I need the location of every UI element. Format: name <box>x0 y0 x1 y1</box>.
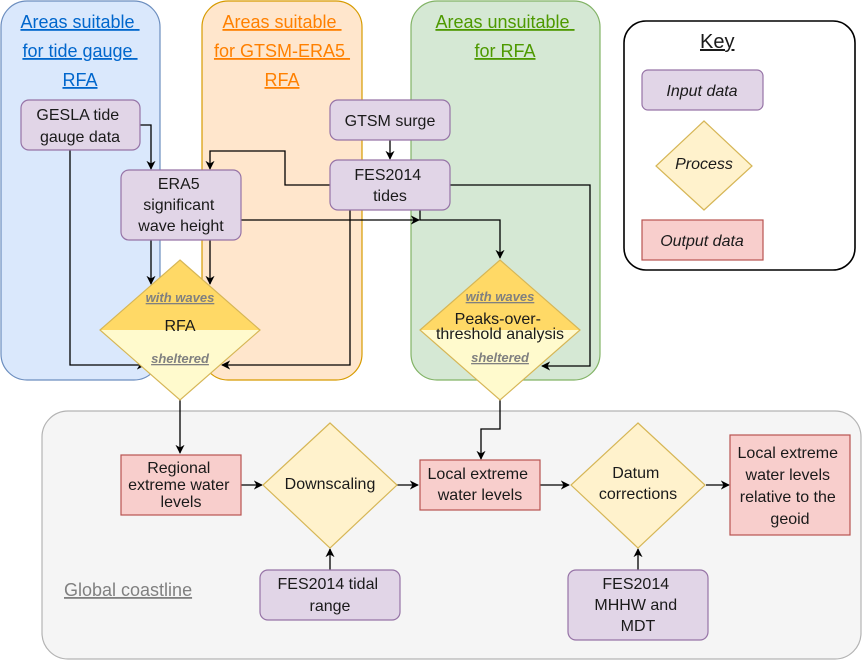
process-rfa[interactable]: with waves RFA sheltered <box>99 259 261 401</box>
svg-text:Downscaling: Downscaling <box>285 476 376 493</box>
pot-with-waves-label: with waves <box>466 289 535 304</box>
edge-pot-to-local <box>476 400 501 460</box>
region-title-global: Global coastline <box>64 580 192 600</box>
key-input-swatch <box>641 69 764 111</box>
region-title-gtsm-era5: Areas suitable for GTSM-ERA5 RFA <box>214 12 350 90</box>
output-local-extreme-water-levels[interactable]: Local extreme water levels <box>419 459 541 511</box>
edge-fes-to-pot-sheltered <box>450 184 591 371</box>
svg-text:GESLA tide gauge data: GESLA tide gauge data <box>36 107 123 146</box>
svg-text:FES2014 tidal range: FES2014 tidal range <box>278 576 383 615</box>
edges <box>69 124 730 570</box>
input-gtsm-surge[interactable]: GTSM surge <box>329 99 451 141</box>
input-fes-mhhw-mdt[interactable]: FES2014 MHHW and MDT <box>567 569 709 641</box>
edge-gesla-to-rfa <box>69 150 146 370</box>
key-output-swatch <box>641 219 764 261</box>
key-title: Key <box>700 31 734 53</box>
key-process-label: Process <box>675 156 733 173</box>
process-peaks-over-threshold[interactable]: with waves Peaks-over- threshold analysi… <box>419 259 581 401</box>
input-gesla[interactable]: GESLA tide gauge data <box>20 99 141 151</box>
svg-text:Regional extreme water: Regional extreme water levels <box>128 460 234 511</box>
key-process-swatch <box>655 120 753 211</box>
pot-label: Peaks-over- threshold analysis <box>436 311 564 343</box>
edge-gesla-to-era5 <box>140 124 156 170</box>
svg-text:GTSM surge: GTSM surge <box>345 113 436 130</box>
process-downscaling[interactable]: Downscaling <box>262 422 398 549</box>
region-title-tide-gauge: Areas suitable for tide gauge RFA <box>20 12 139 90</box>
output-local-extreme-relative-geoid[interactable]: Local extreme water levels relative to t… <box>729 434 851 536</box>
rfa-with-waves-label: with waves <box>146 290 215 305</box>
output-regional-extreme-water-levels[interactable]: Regional extreme water levels <box>120 454 242 516</box>
edge-fes-to-rfa-sheltered <box>221 210 351 370</box>
pot-sheltered-label: sheltered <box>471 350 530 365</box>
input-fes-tidal-range[interactable]: FES2014 tidal range <box>259 569 401 621</box>
key-input-label: Input data <box>666 83 737 100</box>
svg-text:Local extreme water leve: Local extreme water levels <box>428 466 533 504</box>
process-datum-corrections[interactable]: Datum corrections <box>570 422 706 549</box>
input-era5[interactable]: ERA5 significant wave height <box>120 169 242 241</box>
rfa-label: RFA <box>164 318 195 335</box>
input-fes-tides[interactable]: FES2014 tides <box>329 159 451 211</box>
svg-text:FES2014 MHHW and M: FES2014 MHHW and MDT <box>594 576 681 635</box>
key-output-label: Output data <box>660 233 744 250</box>
svg-text:Local extreme water leve: Local extreme water levels relative to t… <box>738 445 843 528</box>
edge-fes-to-era5-area <box>205 150 330 186</box>
svg-text:ERA5 significant w: ERA5 significant wave height <box>137 176 224 235</box>
rfa-sheltered-label: sheltered <box>151 351 210 366</box>
svg-text:Datum corrections: Datum corrections <box>599 465 677 503</box>
edge-fes-to-pot <box>419 210 505 259</box>
svg-text:FES2014 tides: FES2014 tides <box>354 167 425 205</box>
region-title-unsuitable: Areas unsuitable for RFA <box>435 12 574 61</box>
